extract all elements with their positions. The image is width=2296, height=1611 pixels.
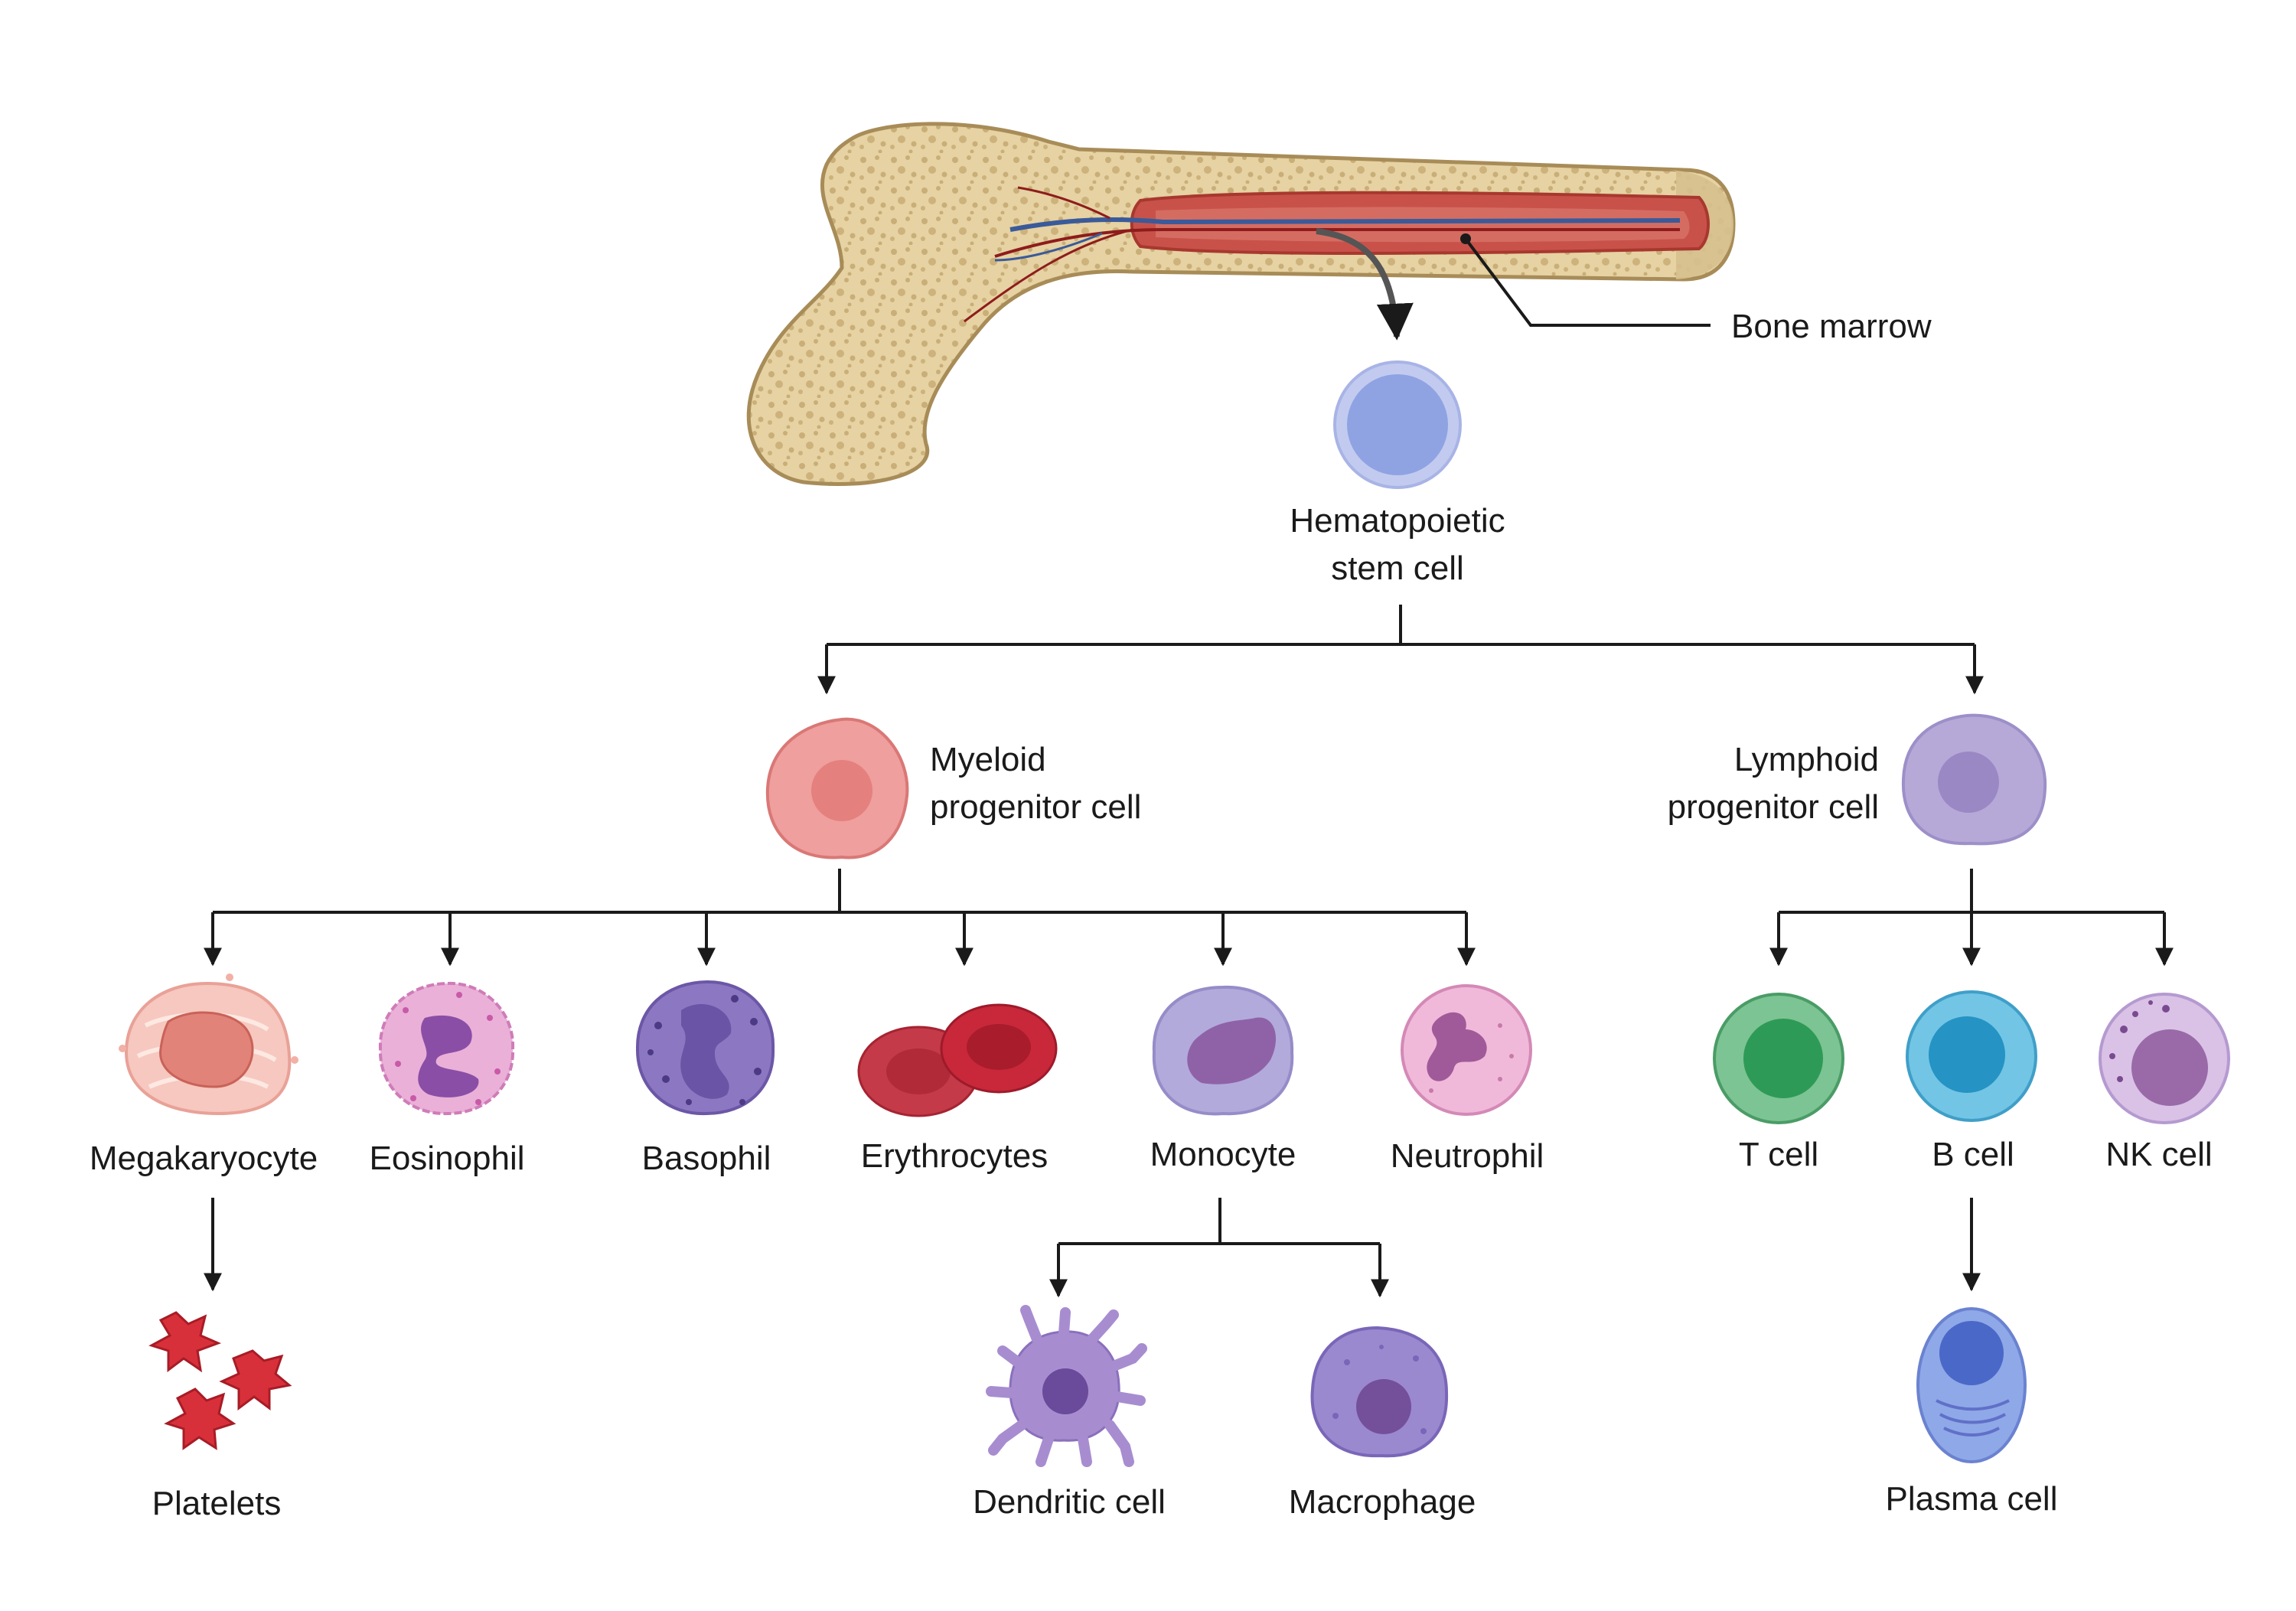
label-t-cell: T cell — [1738, 1136, 1819, 1173]
vessel-branch-1 — [964, 228, 1133, 323]
lymphoid-progenitor-cell — [1901, 713, 2047, 846]
myeloid-progenitor-cell — [765, 717, 909, 859]
plasma-cell — [1916, 1307, 2027, 1463]
lineage-connectors — [204, 605, 2174, 1298]
label-nk-cell: NK cell — [2105, 1136, 2213, 1173]
label-dendritic-cell: Dendritic cell — [973, 1483, 1166, 1521]
label-neutrophil: Neutrophil — [1390, 1137, 1544, 1175]
label-hsc-line1: Hematopoietic — [1290, 502, 1505, 540]
label-b-cell: B cell — [1932, 1136, 2014, 1173]
blood-vessel-red — [994, 228, 1680, 258]
nk-cell — [2099, 993, 2230, 1124]
vessel-branch-2 — [1017, 186, 1110, 220]
platelets-cells — [148, 1311, 292, 1450]
label-myeloid-line2: progenitor cell — [930, 788, 1142, 826]
label-lymphoid-line2: progenitor cell — [1667, 788, 1879, 826]
label-myeloid-line1: Myeloid — [930, 741, 1046, 778]
vessel-branch-3 — [994, 232, 1103, 262]
label-bone-marrow: Bone marrow — [1731, 308, 1932, 345]
label-monocyte: Monocyte — [1150, 1136, 1296, 1173]
eosinophil-cell — [378, 981, 515, 1116]
label-macrophage: Macrophage — [1288, 1483, 1476, 1521]
bone-marrow-leader-line — [1464, 237, 1711, 327]
b-cell — [1906, 990, 2037, 1122]
label-hsc-line2: stem cell — [1331, 550, 1464, 587]
label-basophil: Basophil — [641, 1140, 771, 1177]
femur-bone — [746, 122, 1736, 486]
label-eosinophil: Eosinophil — [369, 1140, 525, 1177]
megakaryocyte-cell — [119, 973, 298, 1116]
bone-outline — [746, 122, 1736, 486]
monocyte-cell — [1152, 985, 1294, 1116]
marrow-inner — [1156, 207, 1690, 243]
label-plasma-cell: Plasma cell — [1885, 1480, 2058, 1518]
hsc-cell — [1333, 360, 1462, 489]
label-erythrocytes: Erythrocytes — [860, 1137, 1049, 1175]
dendritic-cell — [986, 1305, 1147, 1467]
label-lymphoid-line1: Lymphoid — [1733, 741, 1879, 778]
marrow-to-hsc-arrow — [1316, 228, 1414, 341]
erythrocytes-cells — [857, 1003, 1058, 1117]
macrophage-cell — [1310, 1326, 1449, 1458]
t-cell — [1713, 993, 1844, 1124]
label-megakaryocyte: Megakaryocyte — [89, 1140, 318, 1177]
label-platelets: Platelets — [152, 1485, 282, 1522]
blood-vessel-blue — [1009, 217, 1681, 232]
basophil-cell — [635, 980, 775, 1116]
neutrophil-cell — [1401, 984, 1532, 1116]
